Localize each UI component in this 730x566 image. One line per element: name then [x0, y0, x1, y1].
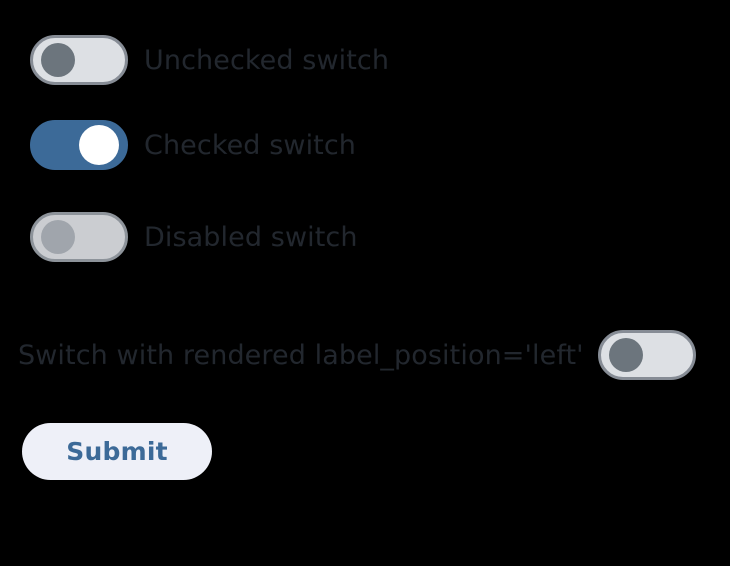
switch-row-unchecked: Unchecked switch — [30, 35, 389, 85]
left-label-switch-toggle[interactable] — [597, 330, 696, 380]
left-label-switch-label: Switch with rendered label_position='lef… — [18, 339, 584, 371]
checked-switch-toggle[interactable] — [30, 120, 128, 170]
switch-row-disabled: Disabled switch — [30, 212, 358, 262]
disabled-switch-toggle — [30, 212, 128, 262]
submit-button[interactable]: Submit — [22, 423, 212, 480]
unchecked-switch-label: Unchecked switch — [144, 44, 390, 76]
checked-switch-label: Checked switch — [144, 129, 357, 161]
switch-thumb-icon — [41, 43, 75, 77]
switch-thumb-icon — [608, 338, 643, 372]
switch-thumb-icon — [41, 220, 75, 254]
disabled-switch-label: Disabled switch — [144, 221, 358, 253]
switch-row-checked: Checked switch — [30, 120, 356, 170]
switch-row-left-label: Switch with rendered label_position='lef… — [18, 330, 696, 380]
switch-thumb-icon — [79, 125, 119, 165]
unchecked-switch-toggle[interactable] — [30, 35, 128, 85]
